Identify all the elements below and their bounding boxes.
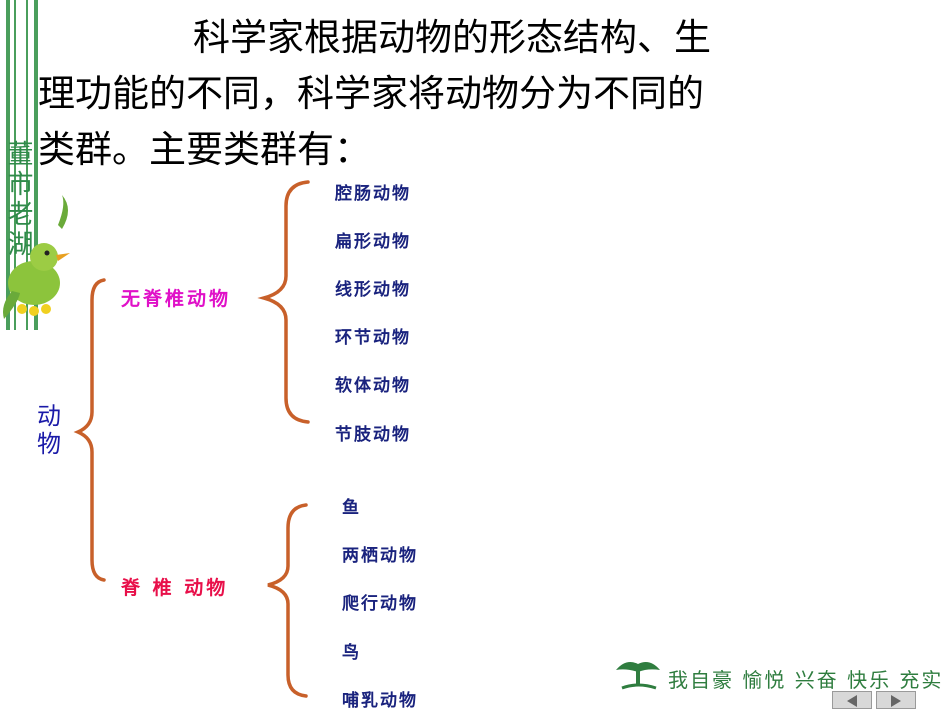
root-label-animals: 动物 [37, 402, 61, 458]
leaf-fish: 鱼 [342, 498, 361, 518]
page-heading: 科学家根据动物的形态结构、生理功能的不同，科学家将动物分为不同的类群。主要类群有… [38, 16, 711, 171]
next-slide-button[interactable] [876, 691, 916, 709]
triangle-left-icon [847, 695, 857, 707]
leaf-reptiles: 爬行动物 [342, 594, 418, 614]
decor-line [6, 0, 10, 330]
leaf-amphibians: 两栖动物 [342, 546, 418, 566]
leaf-cnidarians: 腔肠动物 [335, 184, 411, 204]
bird-icon [3, 195, 70, 319]
decor-line [14, 0, 16, 330]
tree-logo-icon [616, 662, 660, 690]
slogan-text: 我自豪 愉悦 兴奋 快乐 充实 [668, 668, 944, 692]
root-brace [73, 278, 106, 582]
leaf-arthropods: 节肢动物 [335, 425, 411, 445]
leaf-flatworms: 扁形动物 [335, 232, 411, 252]
group-label-vertebrates: 脊 椎 动物 [121, 577, 229, 599]
leaf-mammals: 哺乳动物 [342, 691, 418, 711]
prev-slide-button[interactable] [832, 691, 872, 709]
group-label-invertebrates: 无脊椎动物 [121, 288, 232, 310]
leaf-roundworms: 线形动物 [335, 280, 411, 300]
decor-line [26, 0, 28, 330]
leaf-annelids: 环节动物 [335, 328, 411, 348]
decor-line [34, 0, 38, 330]
invertebrate-brace [257, 180, 310, 424]
vertebrate-brace [267, 503, 308, 698]
triangle-right-icon [891, 695, 901, 707]
decor-vertical-text: 董市老湖 [3, 140, 33, 260]
leaf-mollusks: 软体动物 [335, 376, 411, 396]
leaf-birds: 鸟 [342, 643, 361, 663]
